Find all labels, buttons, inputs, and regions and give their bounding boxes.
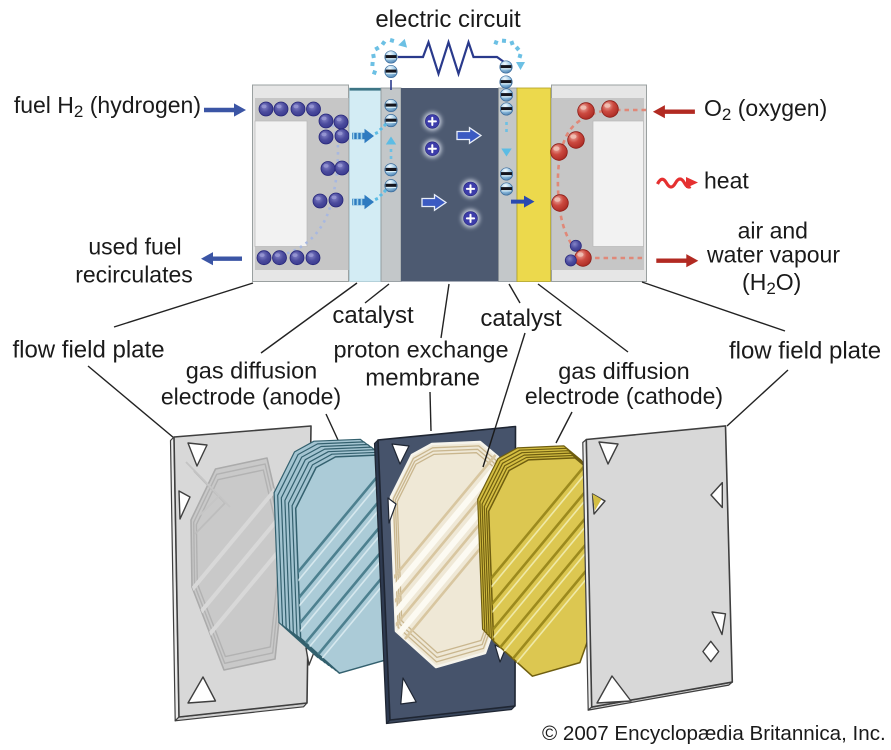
svg-text:flow field plate: flow field plate xyxy=(729,338,881,365)
svg-text:electrode (cathode): electrode (cathode) xyxy=(525,383,723,409)
svg-text:(H2O): (H2O) xyxy=(742,269,801,298)
svg-text:used fuel: used fuel xyxy=(88,234,181,260)
svg-text:catalyst: catalyst xyxy=(480,305,562,332)
svg-text:air and: air and xyxy=(738,218,808,244)
svg-text:catalyst: catalyst xyxy=(332,302,414,329)
svg-text:heat: heat xyxy=(704,168,749,194)
svg-text:recirculates: recirculates xyxy=(75,262,193,288)
svg-text:© 2007 Encyclopædia Britannic: © 2007 Encyclopædia Britannica, Inc. xyxy=(542,722,886,745)
svg-text:proton exchange: proton exchange xyxy=(333,337,508,363)
svg-text:gas diffusion: gas diffusion xyxy=(186,358,318,384)
svg-text:flow field plate: flow field plate xyxy=(12,337,164,364)
svg-text:gas diffusion: gas diffusion xyxy=(558,358,690,384)
svg-text:membrane: membrane xyxy=(365,365,480,392)
svg-text:fuel H2 (hydrogen): fuel H2 (hydrogen) xyxy=(14,92,201,121)
svg-text:electrode (anode): electrode (anode) xyxy=(161,384,341,410)
svg-text:electric circuit: electric circuit xyxy=(375,6,521,33)
svg-text:water vapour: water vapour xyxy=(706,242,840,268)
svg-text:O2 (oxygen): O2 (oxygen) xyxy=(704,95,827,124)
